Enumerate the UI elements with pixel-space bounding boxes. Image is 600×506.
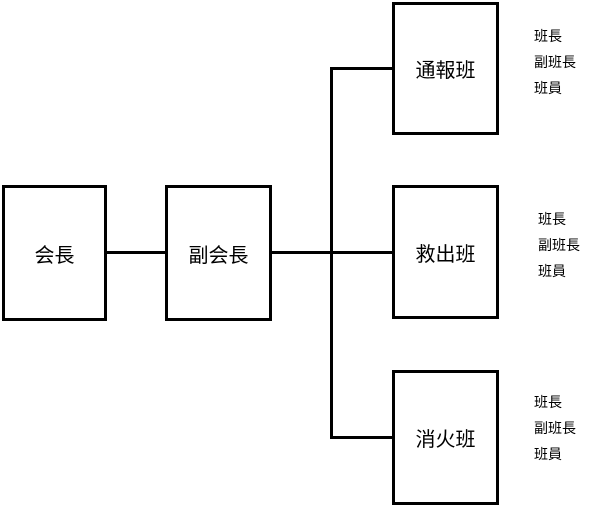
connector-chairman-vice bbox=[106, 251, 166, 254]
role-item: 班員 bbox=[534, 447, 562, 463]
team-box-0: 通報班 bbox=[392, 2, 499, 135]
team-name: 消火班 bbox=[415, 427, 476, 451]
role-item: 班員 bbox=[538, 264, 566, 280]
role-item: 副班長 bbox=[534, 55, 576, 71]
team-name: 救出班 bbox=[415, 241, 476, 266]
team-roles-1: 班長 副班長 班員 bbox=[538, 207, 580, 285]
role-item: 班長 bbox=[534, 29, 562, 45]
vice-chairman-label: 副会長 bbox=[188, 242, 249, 267]
vice-chairman-box: 副会長 bbox=[165, 185, 272, 321]
team-name: 通報班 bbox=[415, 58, 476, 82]
team-box-1: 救出班 bbox=[392, 185, 499, 319]
role-item: 班長 bbox=[534, 395, 562, 411]
role-item: 班長 bbox=[538, 212, 566, 228]
chairman-box: 会長 bbox=[2, 185, 107, 321]
connector-vertical-trunk bbox=[330, 67, 333, 439]
role-item: 副班長 bbox=[538, 238, 580, 254]
connector-trunk-team-0 bbox=[330, 67, 394, 70]
connector-trunk-team-2 bbox=[330, 436, 394, 439]
chairman-label: 会長 bbox=[34, 242, 75, 267]
team-roles-0: 班長 副班長 班員 bbox=[534, 24, 576, 102]
role-item: 副班長 bbox=[534, 421, 576, 437]
team-box-2: 消火班 bbox=[392, 370, 499, 505]
team-roles-2: 班長 副班長 班員 bbox=[534, 390, 576, 468]
role-item: 班員 bbox=[534, 81, 562, 97]
